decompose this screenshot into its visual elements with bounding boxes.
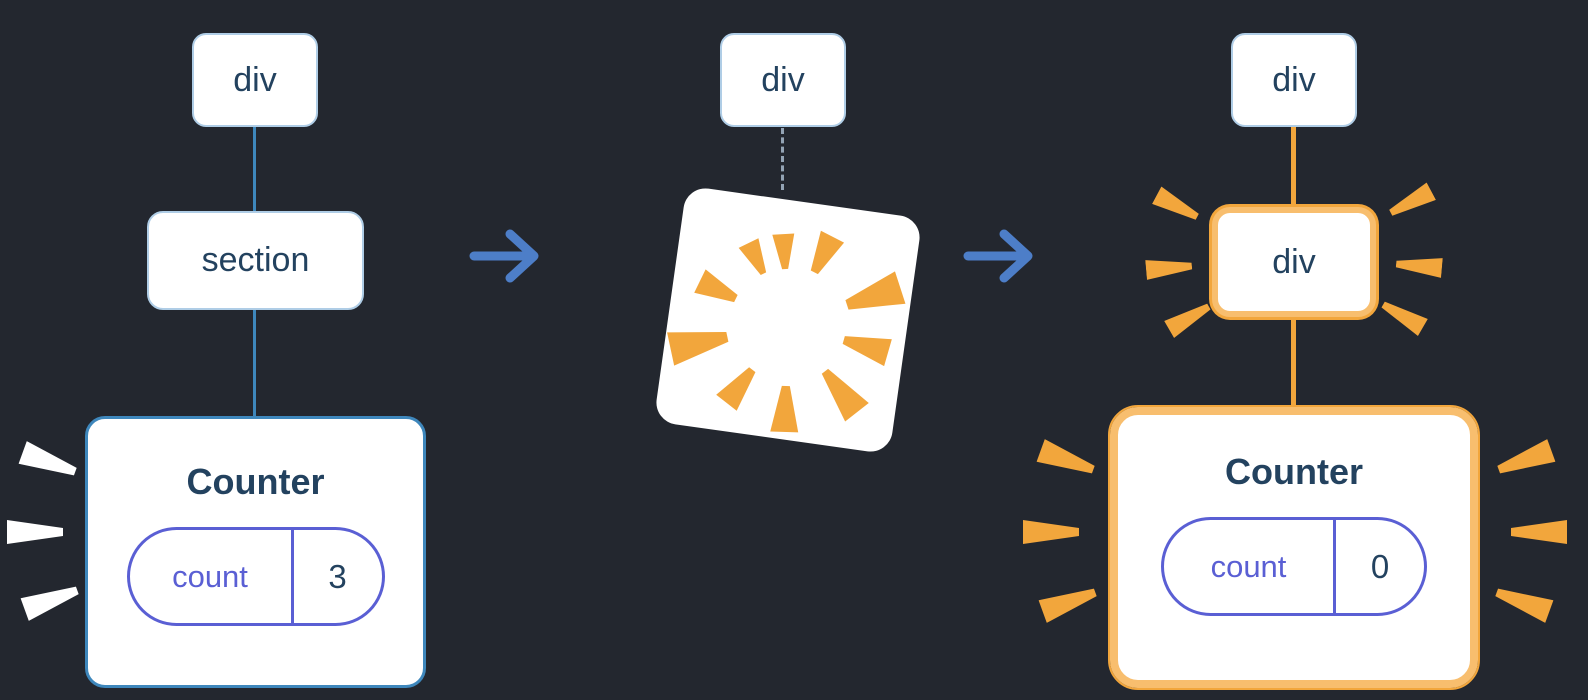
- counter-component-card-right: Counter count 0: [1108, 405, 1480, 690]
- tree-node-label: div: [1272, 60, 1316, 99]
- spark-icon: [1395, 254, 1443, 278]
- pill-divider: [290, 530, 294, 623]
- state-key-label: count: [1210, 548, 1287, 584]
- tree-node-div-middle: div: [720, 33, 846, 127]
- tree-node-label: section: [201, 241, 310, 279]
- spark-icon: [1164, 298, 1214, 339]
- spark-icon: [1145, 256, 1193, 280]
- spark-icon: [1022, 520, 1080, 544]
- spark-icon: [1378, 296, 1428, 337]
- arrow-right-icon: [962, 227, 1042, 285]
- counter-component-card-left: Counter count 3: [85, 416, 426, 688]
- spark-icon: [1036, 439, 1099, 481]
- dashed-connector-line: [781, 128, 784, 190]
- state-pill: count 0: [1161, 517, 1427, 616]
- spark-icon: [1386, 182, 1436, 221]
- spark-icon: [20, 579, 83, 621]
- state-value: 0: [1370, 547, 1390, 585]
- connector-line-section-counter: [253, 310, 256, 416]
- spark-icon: [18, 441, 81, 483]
- arrow-right-icon: [468, 227, 548, 285]
- burst-rays-icon: [633, 172, 943, 482]
- spark-icon: [1038, 581, 1101, 623]
- component-title: Counter: [186, 461, 325, 502]
- state-value: 3: [328, 557, 347, 595]
- spark-icon: [1492, 581, 1555, 623]
- state-key-label: count: [172, 558, 248, 594]
- connector-line-div-section: [253, 127, 256, 211]
- pill-divider: [1333, 520, 1336, 613]
- spark-icon: [6, 520, 64, 544]
- spark-icon: [1494, 439, 1557, 481]
- spark-icon: [1510, 520, 1568, 544]
- tree-node-section: section: [147, 211, 364, 310]
- connector-line-orange-top: [1291, 127, 1296, 207]
- component-title: Counter: [1225, 451, 1363, 492]
- tree-node-label: div: [761, 60, 805, 99]
- tree-node-div-left: div: [192, 33, 318, 127]
- connector-line-orange-bottom: [1291, 317, 1296, 407]
- state-pill: count 3: [126, 527, 385, 626]
- spark-icon: [1152, 186, 1202, 225]
- tree-node-label: div: [233, 60, 277, 99]
- highlighted-div-node: div: [1212, 207, 1376, 317]
- tree-node-div-right: div: [1231, 33, 1357, 127]
- tree-node-label: div: [1272, 242, 1316, 281]
